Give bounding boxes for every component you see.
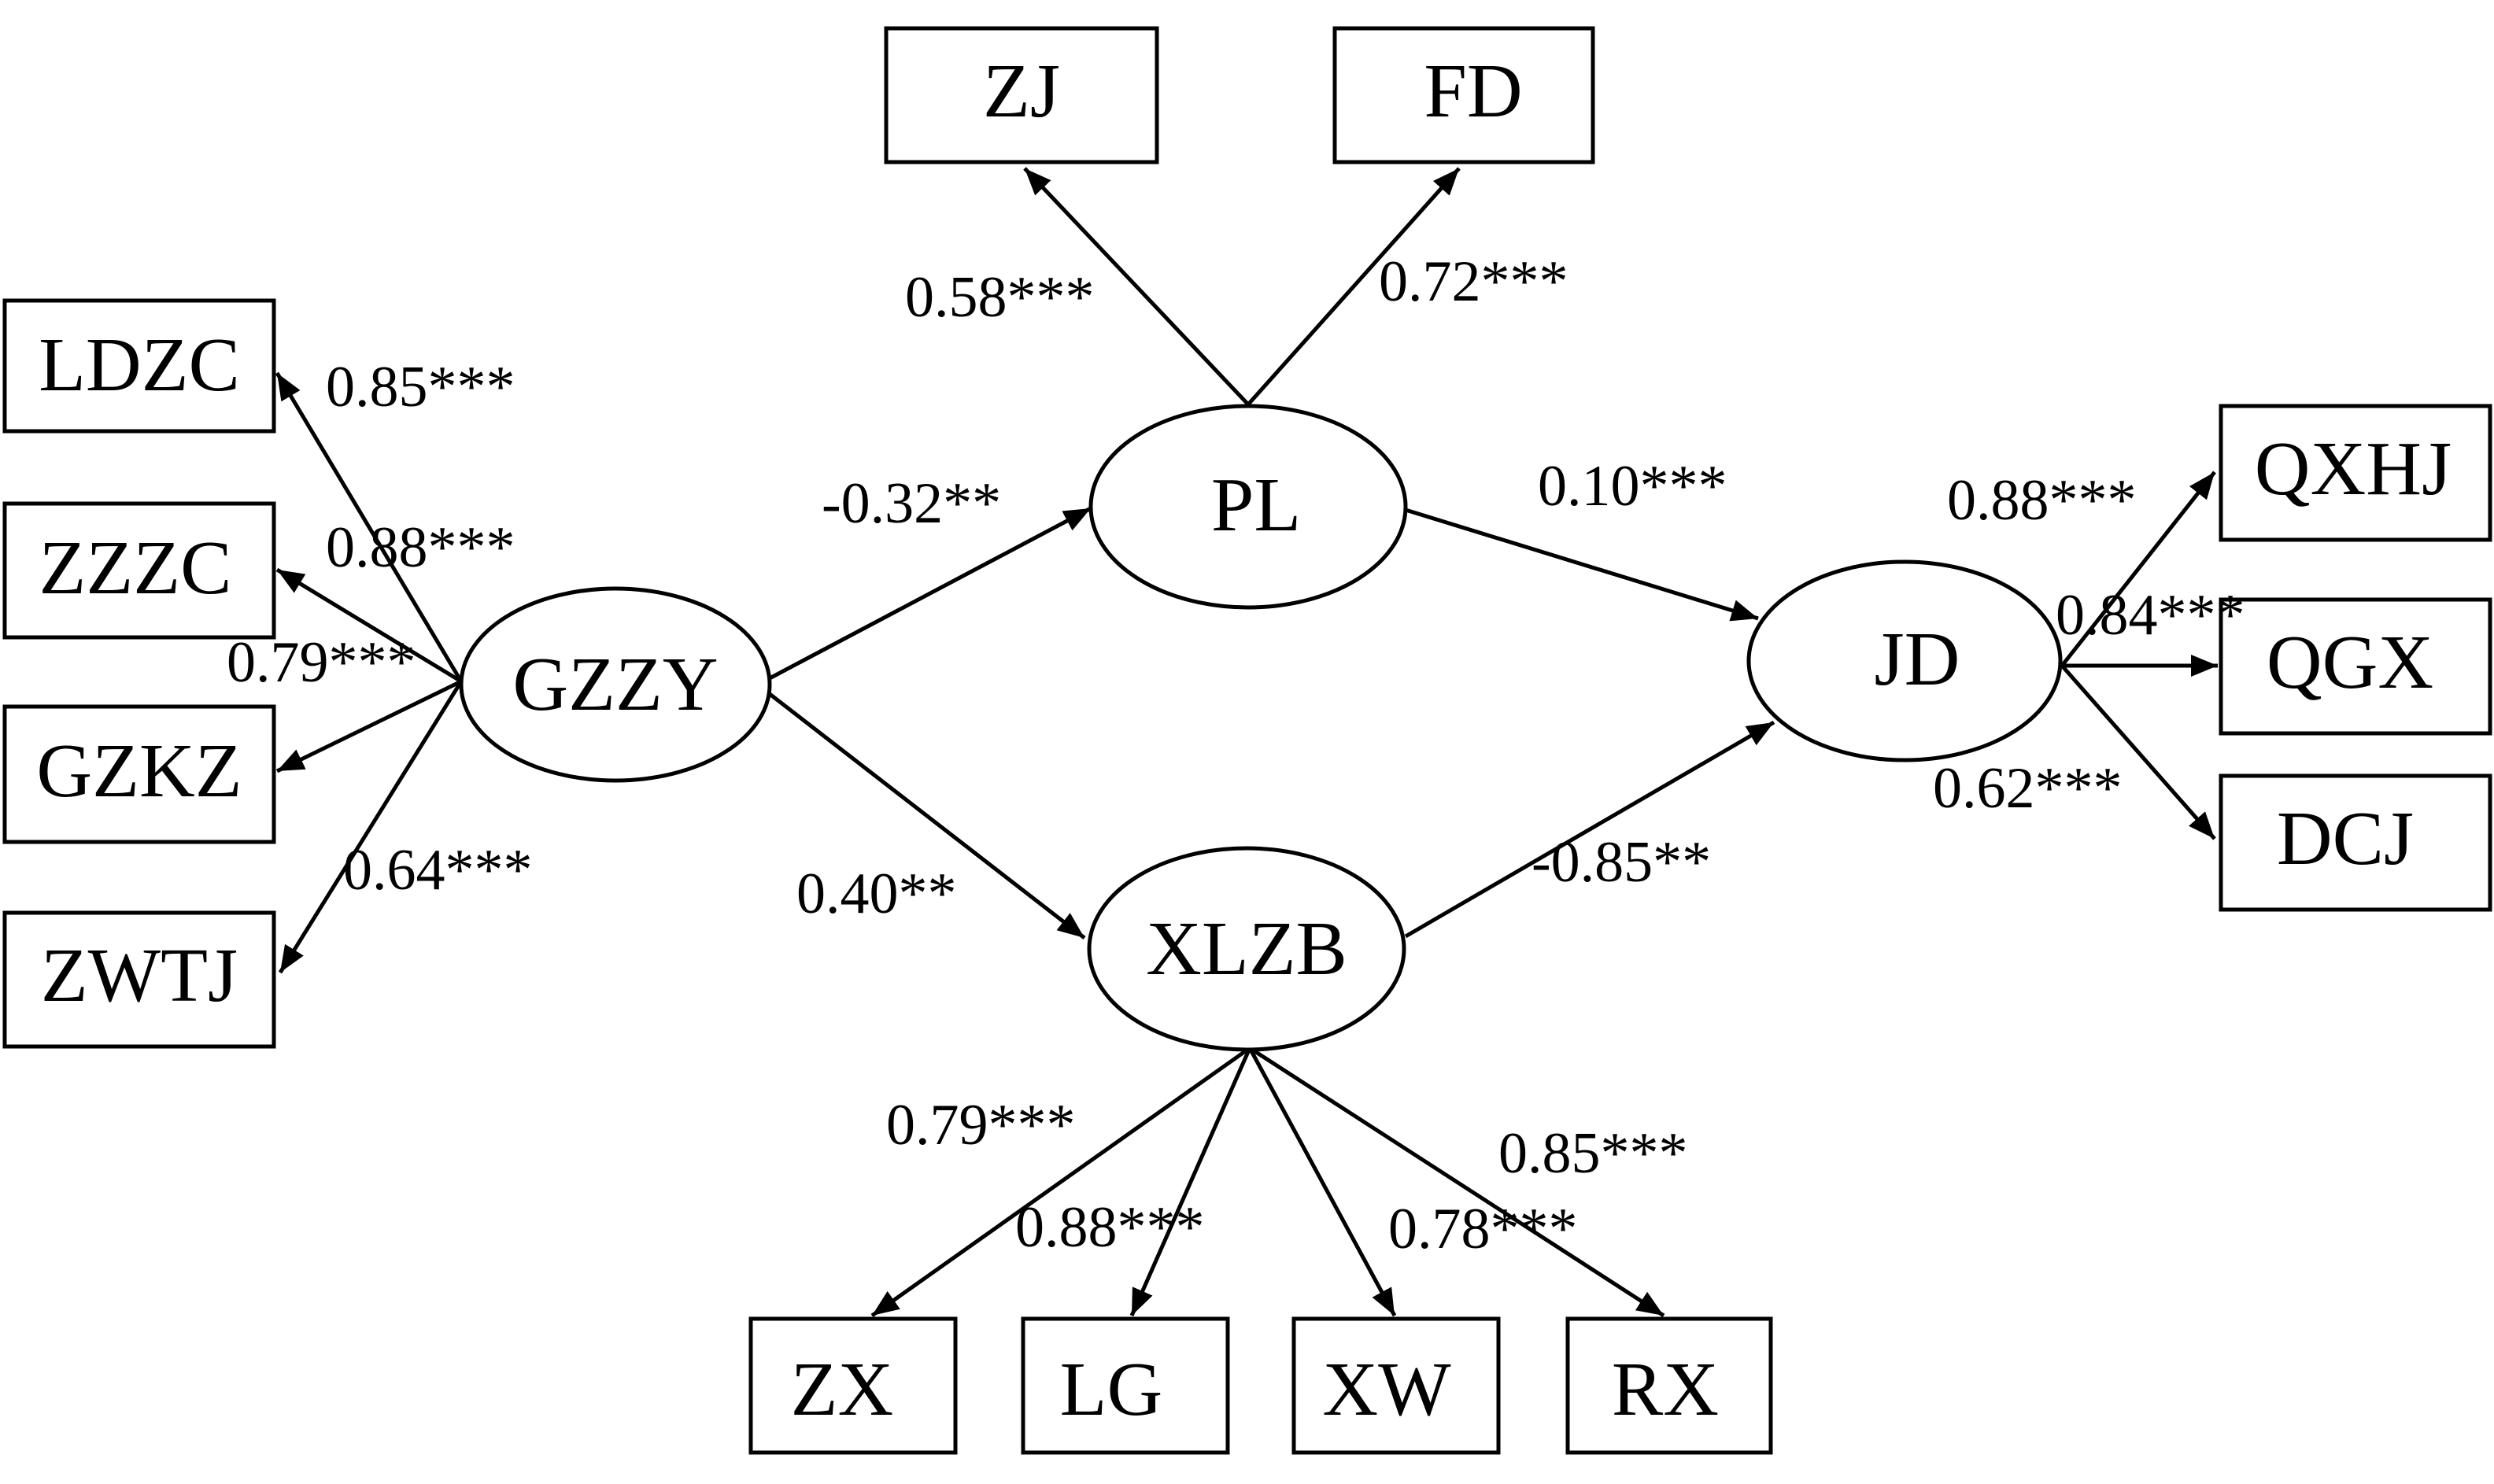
measurement-paths	[275, 167, 2218, 1318]
coef-gzzy-zzzc: 0.88***	[326, 515, 515, 580]
indicator-zx: ZX	[748, 1316, 958, 1455]
indicator-zx-label: ZX	[791, 1347, 894, 1432]
coef-gzzy-gzkz: 0.79***	[227, 630, 416, 695]
path-gzzy-to-gzkz	[275, 679, 463, 773]
indicator-ldzc: LDZC	[2, 298, 276, 434]
indicator-qgx: QGX	[2219, 597, 2492, 736]
path-gzzy-to-pl	[768, 506, 1092, 681]
indicator-rx: RX	[1565, 1316, 1773, 1455]
latent-jd-label: JD	[1875, 617, 1960, 702]
indicator-lg-label: LG	[1060, 1347, 1163, 1432]
path-gzzy-to-zwtj	[278, 680, 464, 974]
indicator-lg: LG	[1021, 1316, 1230, 1455]
path-gzzy-to-zzzc	[275, 567, 463, 684]
coef-gzzy-zwtj: 0.64***	[343, 838, 533, 903]
indicator-zj-label: ZJ	[983, 49, 1060, 134]
coef-xlzb-jd: -0.85**	[1532, 830, 1711, 895]
coef-pl-jd: 0.10***	[1538, 454, 1727, 519]
path-gzzy-to-ldzc	[275, 371, 464, 683]
coef-xlzb-xw: 0.78***	[1388, 1197, 1578, 1261]
indicator-dcj: DCJ	[2219, 773, 2492, 912]
indicator-qxhj-label: QXHJ	[2255, 426, 2452, 511]
coef-gzzy-ldzc: 0.85***	[326, 355, 515, 419]
latent-xlzb-label: XLZB	[1146, 906, 1347, 991]
structural-paths	[768, 506, 1775, 939]
coef-jd-qxhj: 0.88***	[1947, 468, 2137, 533]
path-xlzb-to-xw	[1247, 1047, 1397, 1317]
indicator-rx-label: RX	[1612, 1347, 1719, 1432]
path-jd-to-dcj	[2060, 664, 2216, 840]
indicator-fd: FD	[1332, 26, 1595, 164]
coef-xlzb-rx: 0.85***	[1498, 1121, 1688, 1186]
path-jd-to-qxhj	[2060, 471, 2216, 667]
indicator-dcj-label: DCJ	[2277, 796, 2414, 881]
path-pl-to-zj	[1023, 167, 1250, 406]
path-pl-to-fd	[1247, 167, 1461, 406]
coef-xlzb-lg: 0.88***	[1015, 1195, 1205, 1260]
latent-xlzb: XLZB	[1087, 846, 1406, 1052]
path-pl-to-jd	[1405, 508, 1759, 622]
indicator-qxhj: QXHJ	[2219, 404, 2492, 542]
path-xlzb-to-zx	[870, 1046, 1251, 1318]
latent-gzzy-label: GZZY	[512, 642, 718, 727]
indicator-zwtj-label: ZWTJ	[41, 933, 238, 1018]
coef-gzzy-pl: -0.32**	[822, 471, 1001, 536]
path-xlzb-to-lg	[1129, 1047, 1252, 1317]
indicator-zzzc-label: ZZZC	[39, 526, 232, 611]
indicator-gzkz: GZKZ	[2, 704, 276, 844]
indicator-qgx-label: QGX	[2267, 620, 2433, 705]
path-coefficients: -0.32** 0.40** 0.10*** -0.85** 0.58*** 0…	[227, 249, 2245, 1261]
coef-jd-dcj: 0.62***	[1933, 756, 2123, 821]
indicator-zj: ZJ	[884, 26, 1159, 164]
indicator-ldzc-label: LDZC	[39, 323, 240, 408]
path-xlzb-to-jd	[1404, 720, 1775, 939]
latent-pl: PL	[1088, 404, 1408, 610]
indicator-xw-label: XW	[1322, 1347, 1451, 1432]
indicator-fd-label: FD	[1424, 49, 1522, 134]
latent-jd: JD	[1746, 559, 2063, 762]
path-xlzb-to-rx	[1248, 1046, 1665, 1318]
coef-xlzb-zx: 0.79***	[886, 1093, 1076, 1157]
coef-jd-qgx: 0.84***	[2056, 583, 2245, 648]
coef-pl-fd: 0.72***	[1379, 249, 1568, 314]
indicator-xw: XW	[1291, 1316, 1501, 1455]
coef-gzzy-xlzb: 0.40**	[796, 862, 957, 926]
coef-pl-zj: 0.58***	[905, 265, 1095, 330]
indicator-gzkz-label: GZKZ	[36, 729, 242, 814]
indicator-zwtj: ZWTJ	[2, 910, 276, 1049]
latent-gzzy: GZZY	[459, 586, 772, 783]
latent-pl-label: PL	[1211, 463, 1301, 548]
indicator-zzzc: ZZZC	[2, 501, 276, 640]
path-gzzy-to-xlzb	[768, 692, 1086, 939]
